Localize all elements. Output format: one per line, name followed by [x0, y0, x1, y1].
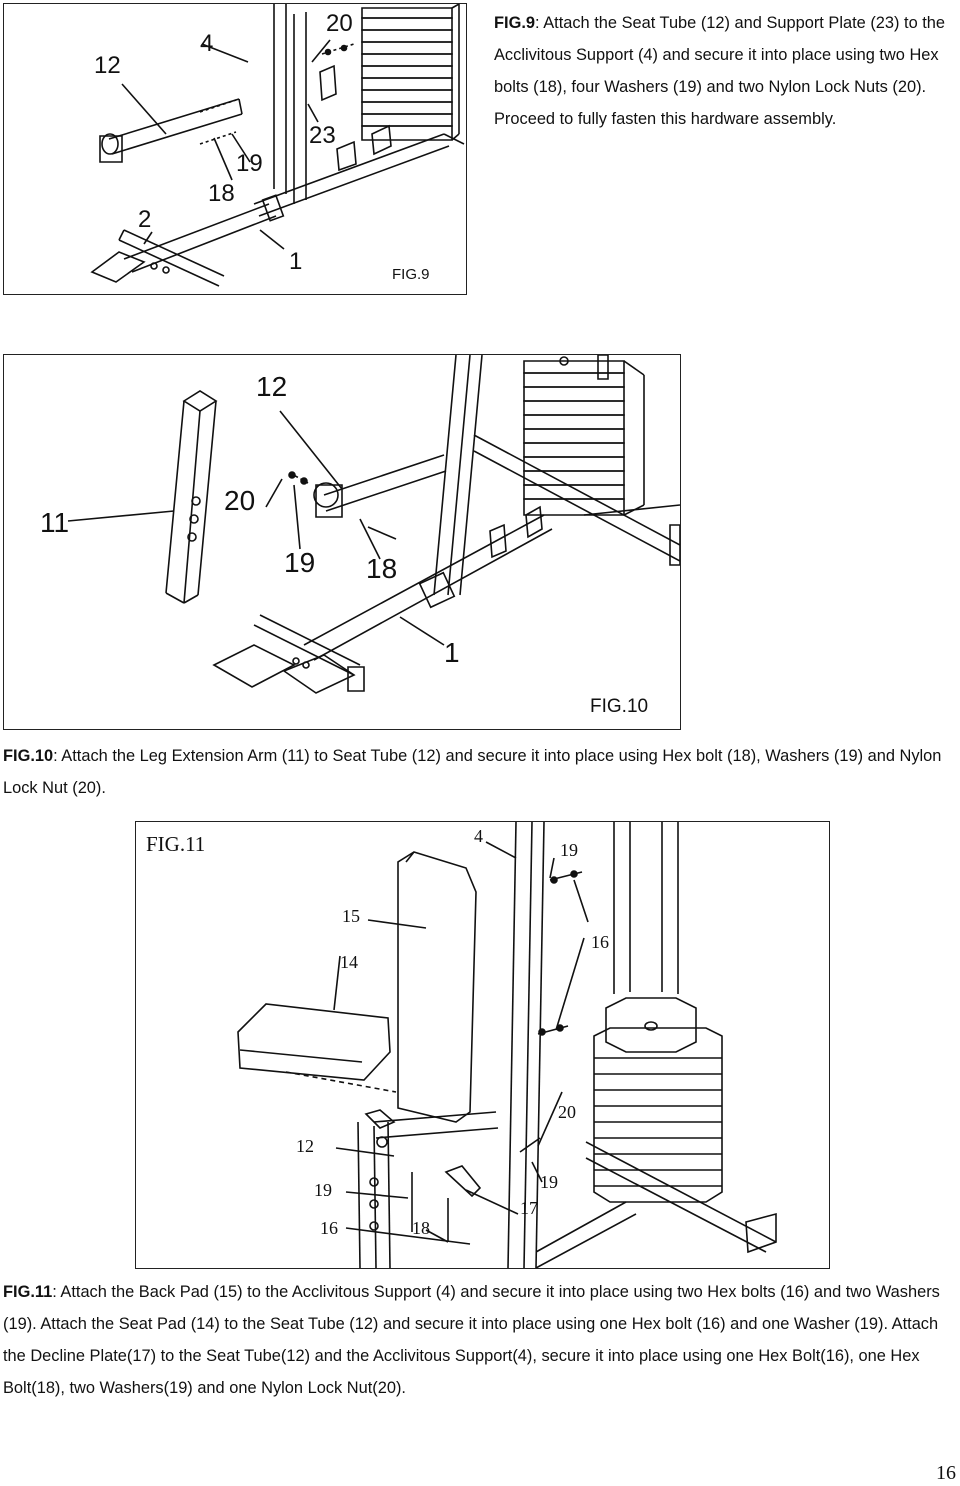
fig11-callout-4: 4 [474, 826, 483, 846]
fig9-callout-18: 18 [208, 180, 235, 207]
fig10-callout-20: 20 [224, 485, 256, 516]
fig9-callout-1: 1 [289, 248, 303, 275]
fig9-callout-19: 19 [236, 150, 263, 177]
fig10-drawing [4, 355, 680, 729]
fig11-caption: FIG.11 [146, 832, 206, 856]
weight-stack [362, 4, 459, 140]
fig11-callout-19-top: 19 [560, 840, 578, 860]
fig11-callout-15: 15 [342, 906, 360, 926]
weight-stack [524, 355, 644, 515]
fig10-illustration: 12 11 20 19 18 1 FIG.10 [3, 354, 681, 730]
fig9-illustration: 12 4 20 23 19 18 2 1 FIG.9 [3, 3, 467, 295]
fig9-instructions: FIG.9: Attach the Seat Tube (12) and Sup… [494, 7, 960, 135]
fig9-instructions-body: : Attach the Seat Tube (12) and Support … [494, 14, 946, 96]
fig9-callout-2: 2 [138, 206, 152, 233]
page-number: 16 [936, 1462, 956, 1484]
fig11-instructions-lead: FIG.11 [3, 1283, 53, 1301]
fig11-instructions: FIG.11: Attach the Back Pad (15) to the … [3, 1276, 958, 1404]
fig10-instructions-lead: FIG.10 [3, 747, 54, 765]
fig9-caption: FIG.9 [392, 266, 430, 283]
fig11-drawing [136, 822, 829, 1268]
fig11-callout-18: 18 [412, 1218, 430, 1238]
fig11-instructions-body: : Attach the Back Pad (15) to the Accliv… [3, 1283, 940, 1397]
fig10-instructions-body: : Attach the Leg Extension Arm (11) to S… [3, 747, 942, 797]
weight-stack [594, 822, 722, 1202]
fig10-callout-19: 19 [284, 547, 316, 578]
fig10-callout-12: 12 [256, 371, 288, 402]
fig9-instructions-lead: FIG.9 [494, 14, 535, 32]
fig10-callout-18: 18 [366, 553, 398, 584]
fig11-callout-19-left: 19 [314, 1180, 332, 1200]
fig11-illustration: FIG.11 4 19 15 14 16 20 12 19 19 17 16 1… [135, 821, 830, 1269]
fig11-callout-12: 12 [296, 1136, 314, 1156]
fig10-callout-11: 11 [40, 507, 70, 538]
fig9-callout-4: 4 [200, 30, 214, 57]
fig10-instructions: FIG.10: Attach the Leg Extension Arm (11… [3, 740, 958, 804]
fig11-callout-17: 17 [520, 1198, 538, 1218]
fig9-instructions-proceed: Proceed to fully fasten this hardware as… [494, 110, 837, 128]
fig9-callout-12: 12 [94, 52, 121, 79]
fig11-callout-16-top: 16 [591, 932, 609, 952]
fig9-drawing [4, 4, 466, 294]
fig10-callout-1: 1 [444, 637, 460, 668]
fig10-caption: FIG.10 [590, 696, 649, 717]
fig9-callout-23: 23 [309, 122, 336, 149]
fig11-callout-14: 14 [340, 952, 358, 972]
fig9-callout-20: 20 [326, 10, 353, 37]
fig11-callout-19-right: 19 [540, 1172, 558, 1192]
fig11-callout-20: 20 [558, 1102, 576, 1122]
fig11-callout-16-bottom: 16 [320, 1218, 338, 1238]
